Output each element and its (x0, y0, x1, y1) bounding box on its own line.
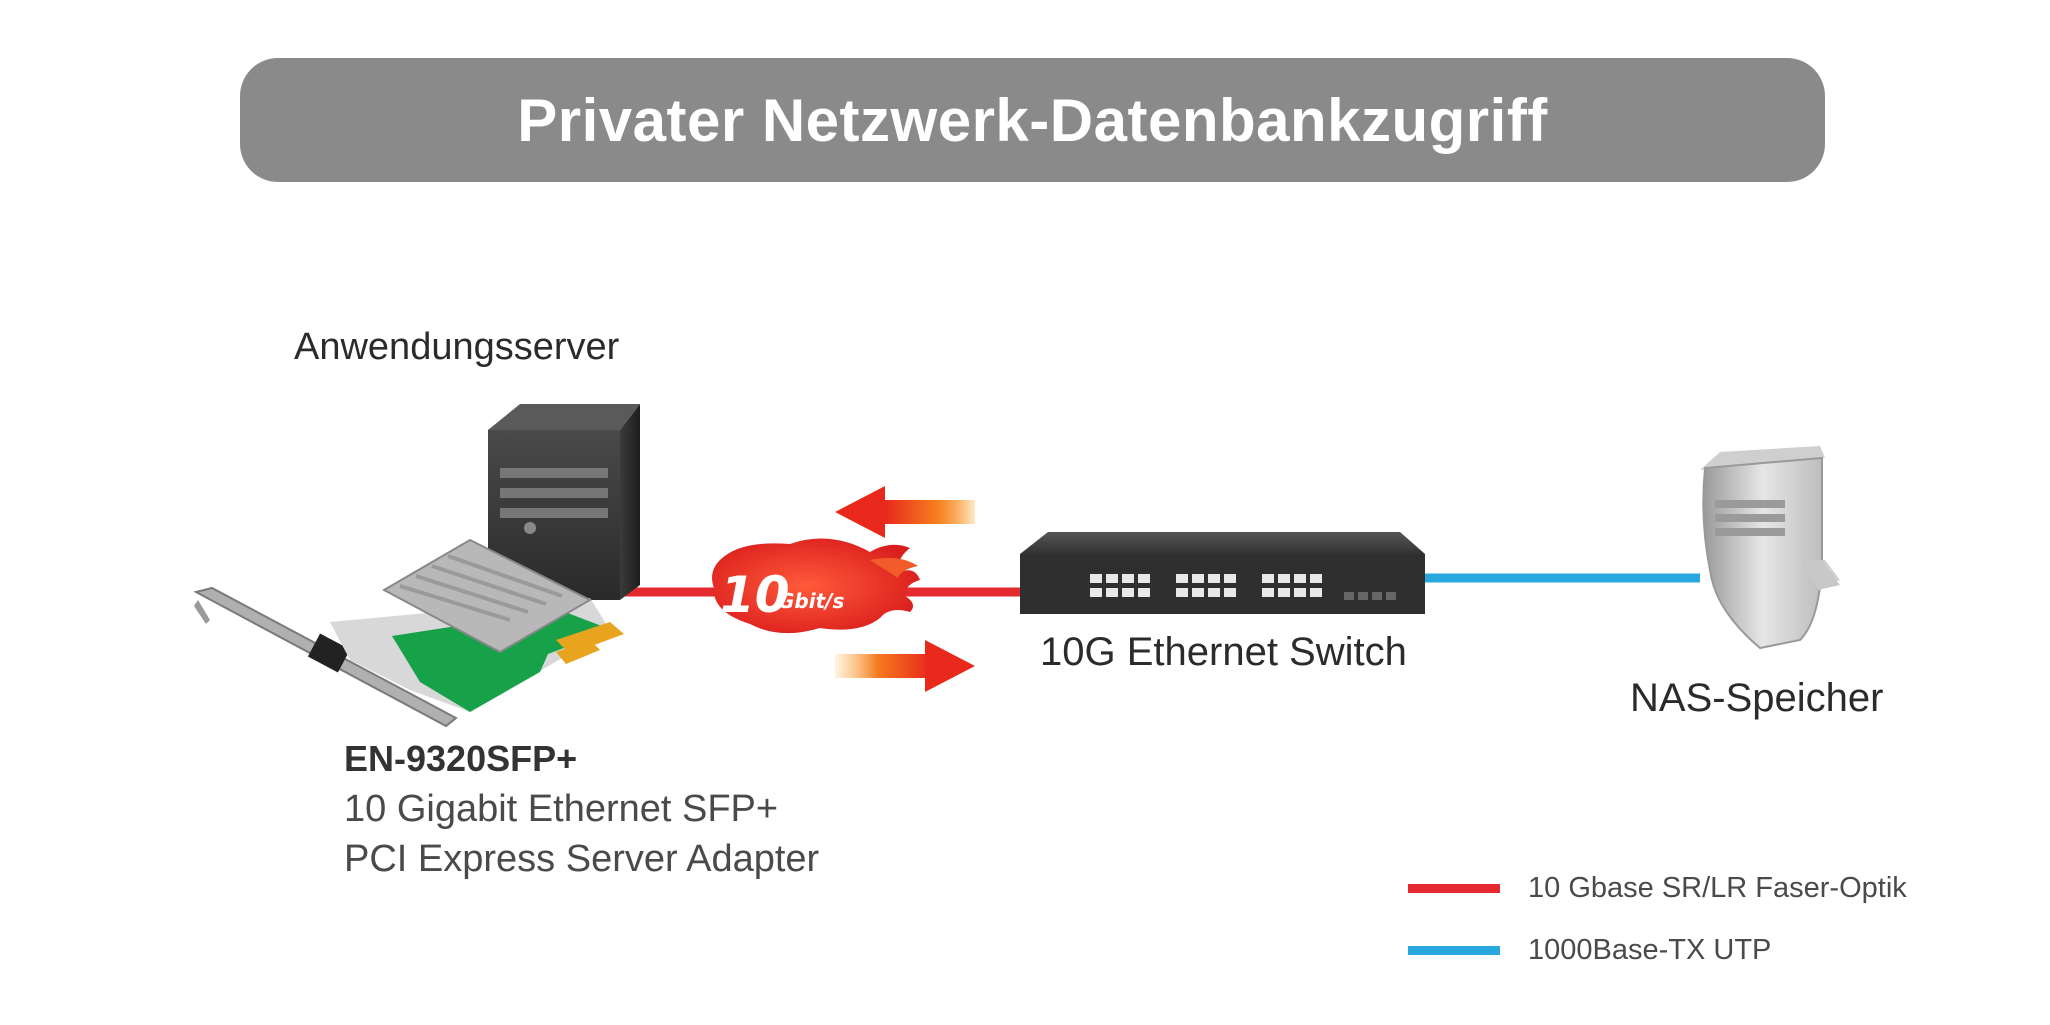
legend-swatch-fiber (1408, 884, 1500, 893)
speed-badge-unit: Gbit/s (778, 589, 844, 613)
ethernet-switch (1020, 532, 1425, 614)
nas-storage (1700, 446, 1840, 650)
page-title: Privater Netzwerk-Datenbankzugriff (517, 86, 1548, 154)
legend-label-utp: 1000Base-TX UTP (1528, 934, 1772, 966)
switch-label: 10G Ethernet Switch (1040, 630, 1407, 674)
nas-label: NAS-Speicher (1630, 676, 1884, 720)
pcie-adapter-card (193, 538, 624, 728)
title-banner: Privater Netzwerk-Datenbankzugriff (240, 58, 1825, 182)
product-description-line1: 10 Gigabit Ethernet SFP+ (344, 788, 779, 830)
legend-label-fiber: 10 Gbase SR/LR Faser-Optik (1528, 872, 1907, 904)
speed-badge-number: 10 (720, 566, 790, 624)
product-model: EN-9320SFP+ (344, 738, 578, 779)
arrow-left (835, 486, 975, 538)
legend-swatch-utp (1408, 946, 1500, 955)
server-label: Anwendungsserver (294, 326, 620, 368)
speed-badge: 10 Gbit/s (712, 538, 920, 634)
product-description-line2: PCI Express Server Adapter (344, 838, 820, 880)
switch-ports (1090, 574, 1322, 597)
arrow-right (835, 640, 975, 692)
